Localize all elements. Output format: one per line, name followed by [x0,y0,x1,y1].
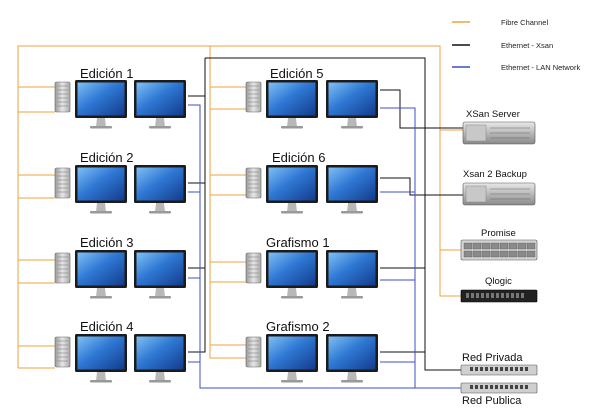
storage-array-icon [460,239,538,261]
workstation-label: Edición 4 [80,319,133,334]
mac-pro-tower-icon [245,167,262,199]
device-xsan-2-backup[interactable]: Xsan 2 Backup [462,169,536,206]
device-label: Xsan 2 Backup [463,169,527,180]
device-qlogic[interactable]: Qlogic [460,276,538,303]
monitor-icon [134,165,186,214]
switch-red-publica[interactable]: Red Publica [460,382,538,407]
monitor-icon [266,250,318,299]
mac-pro-tower-icon [245,81,262,113]
network-switch-icon [460,364,538,376]
device-promise[interactable]: Promise [460,228,538,261]
switch-label: Red Privada [462,352,523,364]
monitor-icon [75,80,127,129]
workstation-edicion-5[interactable]: Edición 5 [245,66,378,129]
workstation-label: Grafismo 2 [266,319,330,334]
workstation-edicion-2[interactable]: Edición 2 [54,150,186,214]
monitor-icon [326,165,378,214]
ethernet-xsan-lines [188,57,465,371]
network-switch-icon [460,382,538,394]
legend-item-fibre: Fibre Channel [452,18,548,27]
workstation-edicion-6[interactable]: Edición 6 [245,150,378,214]
legend-label: Fibre Channel [501,18,548,27]
server-icon [462,121,536,145]
monitor-icon [134,334,186,383]
mac-pro-tower-icon [54,167,71,199]
switch-label: Red Publica [462,395,522,407]
fibre-switch-icon [460,289,538,303]
switch-red-privada[interactable]: Red Privada [460,352,538,376]
workstation-edicion-3[interactable]: Edición 3 [54,235,186,299]
device-label: XSan Server [466,109,520,120]
monitor-icon [75,165,127,214]
workstation-grafismo-2[interactable]: Grafismo 2 [245,319,378,383]
device-xsan-server[interactable]: XSan Server [462,109,536,145]
monitor-icon [326,334,378,383]
device-label: Qlogic [485,276,512,287]
mac-pro-tower-icon [54,336,71,368]
legend-item-xsan: Ethernet - Xsan [452,41,553,50]
legend: Fibre Channel Ethernet - Xsan Ethernet -… [452,18,580,72]
workstation-edicion-4[interactable]: Edición 4 [54,319,186,383]
mac-pro-tower-icon [54,252,71,284]
monitor-icon [266,80,318,129]
monitor-icon [266,165,318,214]
monitor-icon [75,250,127,299]
monitor-icon [75,334,127,383]
monitor-icon [134,250,186,299]
monitor-icon [326,80,378,129]
legend-label: Ethernet - LAN Network [501,63,580,72]
workstation-grafismo-1[interactable]: Grafismo 1 [245,235,378,299]
monitor-icon [326,250,378,299]
workstation-label: Grafismo 1 [266,235,330,250]
workstation-label: Edición 3 [80,235,133,250]
mac-pro-tower-icon [245,252,262,284]
legend-label: Ethernet - Xsan [501,41,553,50]
workstation-label: Edición 1 [80,66,133,81]
mac-pro-tower-icon [54,81,71,113]
workstation-edicion-1[interactable]: Edición 1 [54,66,186,129]
server-icon [462,182,536,206]
legend-item-lan: Ethernet - LAN Network [452,63,580,72]
workstation-label: Edición 2 [80,150,133,165]
fibre-channel-lines [17,45,465,369]
workstation-label: Edición 5 [270,66,323,81]
device-label: Promise [481,228,516,239]
monitor-icon [134,80,186,129]
monitor-icon [266,334,318,383]
workstation-label: Edición 6 [272,150,325,165]
ethernet-lan-lines [188,104,465,389]
mac-pro-tower-icon [245,336,262,368]
